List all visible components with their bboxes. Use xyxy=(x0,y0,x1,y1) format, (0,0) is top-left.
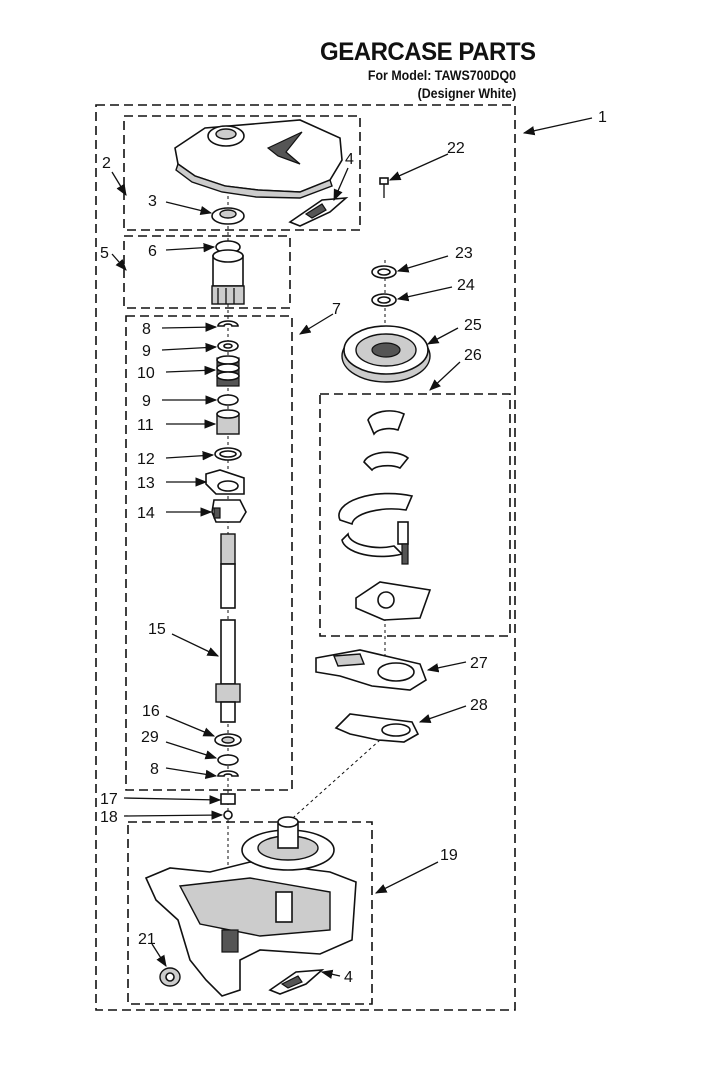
pinion-assembly-box xyxy=(123,235,291,309)
callout-5: 5 xyxy=(100,245,109,262)
retaining-ring xyxy=(217,770,239,777)
callout-8-bottom: 8 xyxy=(150,761,159,778)
gearcase-assembly-box xyxy=(95,104,516,1011)
cam xyxy=(338,492,432,621)
callout-9-middle: 9 xyxy=(142,393,151,410)
retaining-ring xyxy=(217,320,239,327)
screw xyxy=(379,177,389,198)
callout-18: 18 xyxy=(100,809,118,826)
drive-gear xyxy=(341,325,431,383)
callout-27: 27 xyxy=(470,655,488,672)
callout-9-top: 9 xyxy=(142,343,151,360)
gearcase-cover xyxy=(174,119,343,199)
callout-14: 14 xyxy=(137,505,155,522)
callout-3: 3 xyxy=(148,193,157,210)
gearcase-housing xyxy=(144,816,357,997)
washer xyxy=(217,394,239,406)
housing-assembly-box xyxy=(127,821,373,1005)
callout-23: 23 xyxy=(455,245,473,262)
ball xyxy=(223,810,233,820)
spring xyxy=(216,355,240,387)
spacer xyxy=(220,793,236,805)
callout-26: 26 xyxy=(464,347,482,364)
model-line: For Model: TAWS700DQ0 xyxy=(367,68,516,83)
callout-12: 12 xyxy=(137,451,155,468)
clutch xyxy=(216,409,240,435)
page-title: GEARCASE PARTS xyxy=(320,38,536,66)
washer xyxy=(217,340,239,352)
callout-21: 21 xyxy=(138,931,156,948)
cam-assembly-box xyxy=(319,393,511,637)
cam-bushing xyxy=(363,410,410,472)
callout-10: 10 xyxy=(137,365,155,382)
seal-washer xyxy=(159,967,181,987)
callout-22: 22 xyxy=(447,140,465,157)
callout-1: 1 xyxy=(598,109,607,126)
shaft-assembly-box xyxy=(125,315,293,791)
callout-4-top: 4 xyxy=(345,151,354,168)
thrust-washer xyxy=(371,293,397,307)
bushing xyxy=(214,733,242,747)
callout-29: 29 xyxy=(141,729,159,746)
seal xyxy=(211,207,245,225)
callout-16: 16 xyxy=(142,703,160,720)
variant-line: (Designer White) xyxy=(417,86,516,101)
actuator-link-line xyxy=(284,739,381,826)
cover-assembly-box xyxy=(123,115,361,231)
callout-24: 24 xyxy=(457,277,475,294)
agitator-shaft xyxy=(215,533,241,723)
drive-block xyxy=(211,499,247,523)
thrust-washer xyxy=(371,265,397,279)
grease-tube xyxy=(268,969,325,995)
callout-11: 11 xyxy=(137,417,154,434)
pinion xyxy=(211,240,245,305)
callout-4-bottom: 4 xyxy=(344,969,353,986)
washer xyxy=(217,754,239,766)
callout-2: 2 xyxy=(102,155,111,172)
callout-7: 7 xyxy=(332,301,341,318)
cam-follower xyxy=(205,469,245,495)
callout-17: 17 xyxy=(100,791,118,808)
callout-15: 15 xyxy=(148,621,166,638)
shifter-spring xyxy=(334,713,420,743)
callout-13: 13 xyxy=(137,475,155,492)
o-ring xyxy=(214,447,242,461)
callout-28: 28 xyxy=(470,697,488,714)
callout-25: 25 xyxy=(464,317,482,334)
grease-tube xyxy=(288,197,349,227)
shifter-lever xyxy=(315,649,427,691)
callout-6: 6 xyxy=(148,243,157,260)
callout-19: 19 xyxy=(440,847,458,864)
callout-8-top: 8 xyxy=(142,321,151,338)
